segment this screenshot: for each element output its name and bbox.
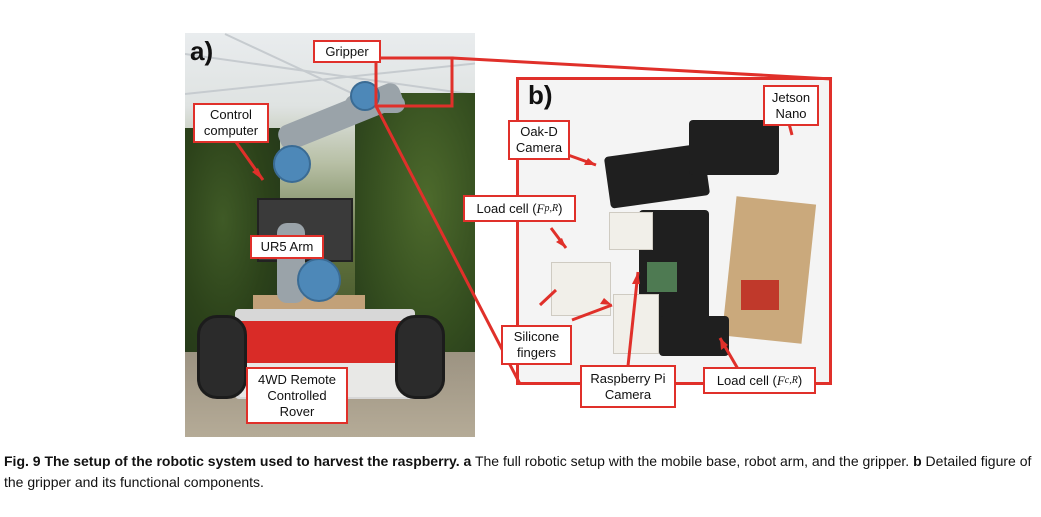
load-cell-p: [609, 212, 653, 250]
caption-figure-label: Fig. 9 The setup of the robotic system u…: [4, 453, 460, 469]
rover-red-panel: [240, 321, 410, 363]
load-cell-c: [659, 316, 729, 356]
label-ur5-arm: UR5 Arm: [250, 235, 324, 259]
jetson-nano-board: [689, 120, 779, 175]
driver-board: [741, 280, 779, 310]
caption-part-b-text: Detailed figure of the gripper and its f…: [4, 453, 1032, 490]
closing-paren: ): [797, 372, 803, 388]
force-symbol: F: [536, 200, 545, 216]
arm-joint: [273, 145, 311, 183]
label-silicone-fingers: Silicone fingers: [501, 325, 572, 365]
arm-joint: [297, 258, 341, 302]
greenhouse-frame: [185, 61, 475, 95]
zoom-line-top: [451, 56, 833, 81]
silicone-finger-right: [613, 294, 659, 354]
label-load-cell-p-text: Load cell (: [476, 200, 537, 216]
label-gripper: Gripper: [313, 40, 381, 63]
force-symbol: F: [776, 372, 785, 388]
wooden-frame: [721, 196, 817, 344]
label-jetson-nano: Jetson Nano: [763, 85, 819, 126]
caption-part-b-letter: b: [913, 453, 922, 469]
label-oak-d-camera: Oak-D Camera: [508, 120, 570, 160]
figure-caption: Fig. 9 The setup of the robotic system u…: [4, 451, 1034, 493]
label-load-cell-c-text: Load cell (: [716, 372, 777, 388]
rover-wheel: [197, 315, 247, 399]
force-subscript: p,R: [544, 202, 559, 214]
rover-wheel: [395, 315, 445, 399]
force-subscript: c,R: [784, 374, 798, 386]
raspberry-pi-camera-board: [647, 262, 677, 292]
caption-part-a-text: The full robotic setup with the mobile b…: [474, 453, 910, 469]
caption-part-a-letter: a: [463, 453, 472, 469]
label-rover: 4WD Remote Controlled Rover: [246, 367, 348, 424]
label-raspberry-pi-camera: Raspberry Pi Camera: [580, 365, 676, 408]
panel-b-letter: b): [528, 80, 553, 110]
label-control-computer: Control computer: [193, 103, 269, 143]
arm-joint: [350, 81, 380, 111]
panel-a-letter: a): [190, 36, 214, 66]
silicone-finger-left: [551, 262, 611, 316]
closing-paren: ): [558, 200, 563, 216]
